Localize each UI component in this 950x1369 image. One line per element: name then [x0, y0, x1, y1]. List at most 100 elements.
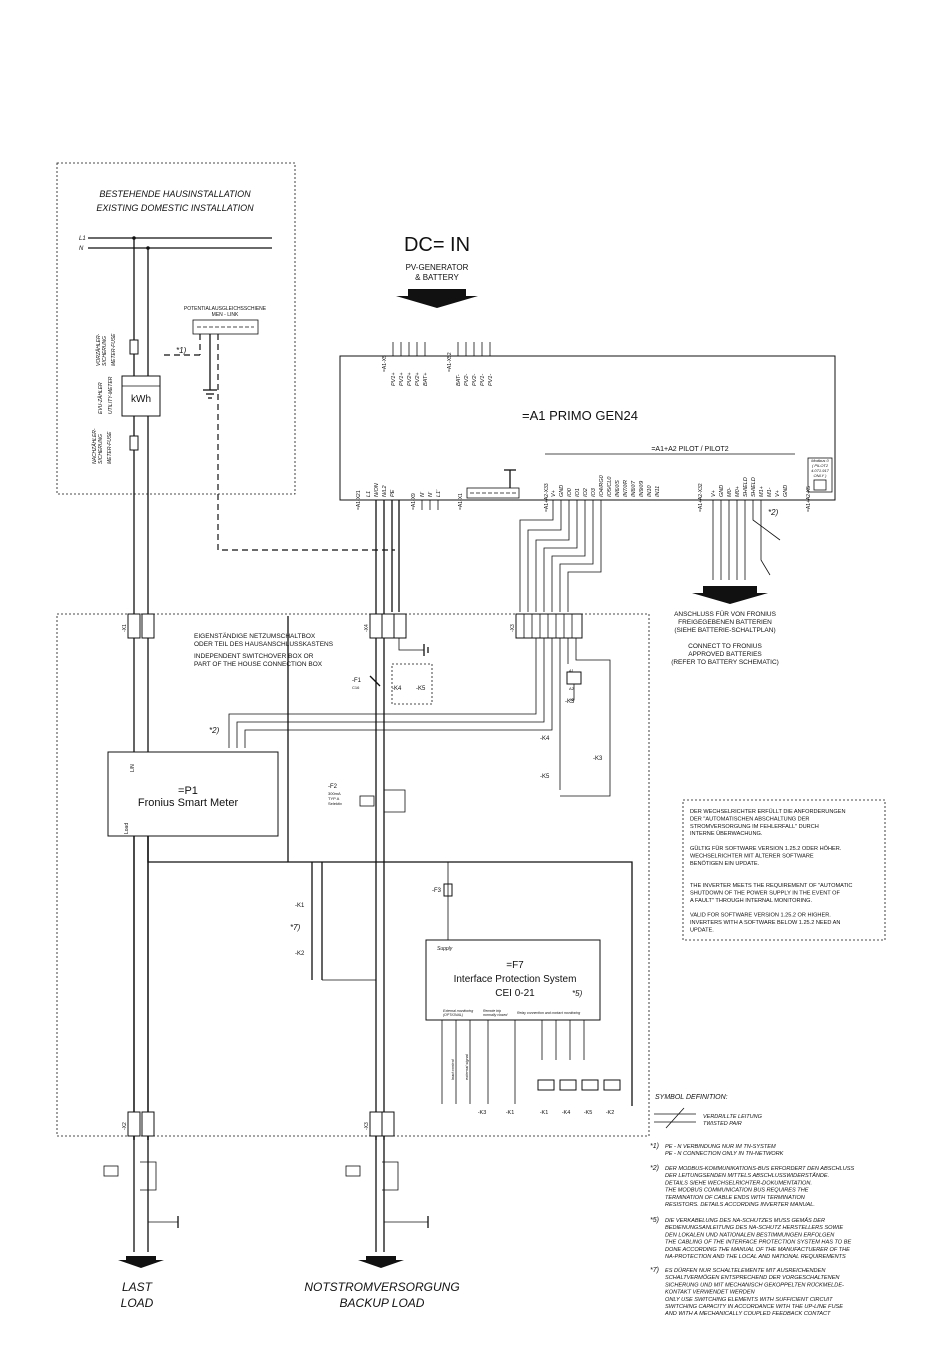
- note-1-ref: *1): [176, 346, 187, 355]
- info-line-2: DER "AUTOMATISCHEN ABSCHALTUNG DER: [690, 816, 809, 822]
- note-2-line-1: DER MODBUS-KOMMUNIKATIONS-BUS ERFORDERT …: [665, 1166, 854, 1172]
- svg-text:(SIEHE BATTERIE-SCHALTPLAN): (SIEHE BATTERIE-SCHALTPLAN): [674, 627, 775, 634]
- note-4-line-2: SCHALTVERMÖGEN ENTSPRECHEND DER VORGESCH…: [665, 1274, 840, 1281]
- svg-text:APPROVED BATTERIES: APPROVED BATTERIES: [688, 651, 762, 658]
- ips-output-label-2: -K1: [506, 1110, 515, 1116]
- x35-label: =A1+A2-X5: [806, 486, 812, 512]
- last-load-label-1: LAST: [122, 1280, 154, 1294]
- x5-label: =A1-X5: [382, 355, 388, 372]
- info-line-16: INVERTERS WITH A SOFTWARE BELOW 1.25.2 N…: [690, 920, 840, 926]
- ips-outputs: load control external signal: [441, 1020, 621, 1104]
- dc-in-line1: PV-GENERATOR: [406, 263, 469, 272]
- x33-terminal-6: IO3: [591, 487, 597, 497]
- svg-text:Remote trip: Remote trip: [483, 1009, 501, 1013]
- x5-terminal-5: BAT+: [423, 372, 429, 386]
- x32-terminal-9: V+: [775, 489, 781, 497]
- switchover-de2: ODER TEIL DES HAUSANSCHLUSSKASTENS: [194, 641, 334, 648]
- x33-terminal-2: GND: [559, 485, 565, 497]
- utility-meter-box: [121, 375, 161, 417]
- switchover-de1: EIGENSTÄNDIGE NETZUMSCHALTBOX: [194, 632, 316, 640]
- info-line-11: THE INVERTER MEETS THE REQUIREMENT OF "A…: [690, 883, 852, 889]
- x9-label: =A1-X9: [411, 493, 417, 510]
- svg-text:SICHERUNG: SICHERUNG: [98, 434, 104, 464]
- svg-text:ANSCHLUSS FÜR VON FRONIUS: ANSCHLUSS FÜR VON FRONIUS: [674, 610, 777, 618]
- dc-in-arrow-icon: [396, 289, 478, 308]
- dc-in-section: DC= IN PV-GENERATOR & BATTERY: [396, 234, 478, 308]
- svg-text:TYP A: TYP A: [328, 796, 340, 801]
- info-line-17: UPDATE.: [690, 927, 714, 933]
- last-load-arrow-icon: [118, 1256, 164, 1268]
- note-3-line-4: THE CABLING OF THE INTERFACE PROTECTION …: [665, 1240, 851, 1246]
- inverter-box: [339, 355, 836, 501]
- note-id-4: *7): [650, 1267, 659, 1274]
- ips-box: [425, 939, 601, 1021]
- x9-terminal-3: L1': [436, 489, 442, 497]
- ips-std: CEI 0-21: [495, 988, 535, 999]
- bus-n-label: N: [79, 246, 84, 252]
- x21-terminal-3: N/L2: [382, 485, 388, 497]
- svg-text:4.071.917: 4.071.917: [811, 468, 830, 473]
- svg-text:UTILITY-METER: UTILITY-METER: [108, 376, 114, 414]
- info-line-3: STROMVERSORGUNG IM FEHLERFALL" DURCH: [690, 824, 819, 830]
- men-link-label-en: MEN - LINK: [212, 312, 239, 318]
- note-2-line-3: DETAILS SIEHE WECHSELRICHTER-DOKUMENTATI…: [665, 1180, 812, 1186]
- twisted-de: VERDRILLTE LEITUNG: [703, 1114, 763, 1120]
- smart-meter-section: =P1 Fronius Smart Meter L/N Load: [107, 616, 633, 1140]
- note-id-1: *1): [650, 1143, 659, 1150]
- x5-terminal-3: PV2+: [407, 372, 413, 386]
- note-4-line-3: SICHERUNG UND MIT MECHANISCH GEKOPPELTEN…: [665, 1281, 844, 1288]
- x4-strip-label: -X4: [364, 624, 370, 632]
- x32-terminal-3: M0-: [727, 487, 733, 497]
- x52-terminals: BAT-PV2-PV2-PV1-PV1-: [456, 342, 494, 386]
- software-info-box: DER WECHSELRICHTER ERFÜLLT DIE ANFORDERU…: [682, 799, 886, 941]
- ips-remote-trip: Remote trip normally closed: [483, 1009, 508, 1017]
- info-line-12: SHUTDOWN OF THE POWER SUPPLY IN THE EVEN…: [690, 890, 840, 896]
- x1-label: =A1-X1: [458, 493, 464, 510]
- ips-name: Interface Protection System: [454, 974, 577, 985]
- note-2-line-2: DER LEITUNGSENDEN MITTELS ABSCHLUSSWIDER…: [665, 1172, 829, 1179]
- note-4-line-4: KONTAKT VERWENDET WERDEN: [665, 1290, 756, 1296]
- existing-installation-section: BESTEHENDE HAUSINSTALLATION EXISTING DOM…: [56, 162, 395, 1140]
- svg-text:METER-FUSE: METER-FUSE: [111, 333, 117, 366]
- last-load-label-2: LOAD: [121, 1296, 154, 1310]
- note-id-3: *5): [650, 1217, 659, 1224]
- k4-label: -K4: [392, 686, 402, 692]
- note-7-ref: *7): [290, 923, 301, 932]
- x33-terminal-10: IN7/I/R: [623, 480, 629, 497]
- svg-text:A2: A2: [569, 686, 575, 691]
- x3-bottom-label: -X3: [364, 1122, 370, 1130]
- x52-label: =A1-X52: [447, 352, 453, 372]
- battery-connect-note: ANSCHLUSS FÜR VON FRONIUS FREIGEGEBENEN …: [671, 610, 779, 666]
- post-meter-fuse-label: NACHZÄHLER- SICHERUNG METER-FUSE: [91, 428, 113, 464]
- info-line-15: VALID FOR SOFTWARE VERSION 1.25.2 OR HIG…: [690, 913, 831, 919]
- x32-terminal-7: M1+: [759, 485, 765, 497]
- footnotes: *1)PE - N VERBINDUNG NUR IM TN-SYSTEMPE …: [650, 1143, 854, 1317]
- ips-external-signal: external signal: [464, 1054, 469, 1080]
- note-4-line-5: ONLY USE SWITCHING ELEMENTS WITH SUFFICI…: [665, 1297, 833, 1303]
- twisted-en: TWISTED PAIR: [703, 1121, 742, 1127]
- note-3-line-1: DIE VERKABELUNG DES NA-SCHUTZES MUSS GEM…: [665, 1217, 825, 1224]
- note-2-line-5: TERMINATION OF CABLE ENDS WITH TERMINATI…: [665, 1195, 806, 1201]
- inverter-section: =A1 PRIMO GEN24 =A1+A2 PILOT / PILOT2 PV…: [339, 342, 836, 517]
- backup-load-label-2: BACKUP LOAD: [340, 1296, 425, 1310]
- x32-terminal-5: SHIELD: [743, 477, 749, 497]
- switchover-en1: INDEPENDENT SWITCHOVER BOX OR: [194, 653, 314, 660]
- x21-terminal-4: PE: [390, 489, 396, 497]
- bottom-outputs: -X2 -X3 LAST LOAD NOTSTROMVERSORGUNG BAC…: [103, 1111, 460, 1310]
- x32-terminal-4: M0+: [735, 485, 741, 497]
- k5-label: -K5: [416, 686, 426, 692]
- twisted-pair-icon: [665, 1107, 685, 1129]
- info-line-1: DER WECHSELRICHTER ERFÜLLT DIE ANFORDERU…: [690, 808, 846, 815]
- ips-output-label-3: -K1: [540, 1110, 549, 1116]
- dc-in-title: DC= IN: [404, 234, 470, 256]
- svg-text:CONNECT TO FRONIUS: CONNECT TO FRONIUS: [688, 643, 762, 650]
- inverter-wiring: [375, 500, 781, 1140]
- svg-text:EVU-ZÄHLER: EVU-ZÄHLER: [97, 382, 104, 414]
- ips-output-label-6: -K2: [606, 1110, 615, 1116]
- k3-contact-label: -K3: [593, 756, 603, 762]
- smart-meter-id: =P1: [178, 785, 198, 797]
- note-2-line-4: THE MODBUS COMMUNICATION BUS REQUIRES TH…: [665, 1188, 809, 1194]
- x32-terminal-1: V+: [711, 489, 717, 497]
- ips-bottom-labels: -K3-K1-K1-K4-K5-K2: [478, 1110, 615, 1116]
